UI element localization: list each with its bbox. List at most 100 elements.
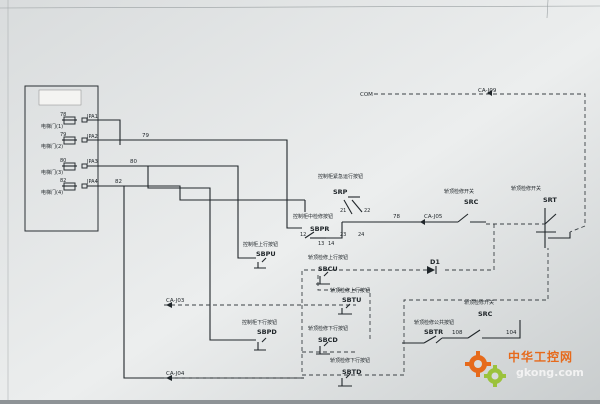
dash-srt-link [569,225,586,233]
sbtu-desc: 轿顶检修上行按钮 [330,287,370,294]
arrow-ca-j09 [487,90,492,96]
device-sbcd: 轿顶检修下行按钮 SBCD [308,325,348,355]
controller-module: JPA1 电梯门(1) 78 JPA2 电梯门(2) 79 JPA3 电梯门(3… [24,85,99,232]
arrow-ca-j03 [166,302,172,308]
dash-com-run [374,93,586,226]
device-sbpr: 控制柜中检修按钮 SBPR 12 13 14 [293,213,334,247]
slot-4-side-label: 电梯门(4) [41,189,63,196]
sbtd-contact [338,373,352,387]
slot-2-side-label: 电梯门(2) [41,143,63,150]
dash-d1-run [442,224,495,271]
src2-code: SRC [478,310,493,318]
sbtr-contact [423,335,443,344]
slot-1-label: JPA1 [86,114,98,120]
slot-1-side-label: 电梯门(1) [41,123,63,130]
sbpd-contact [254,337,267,351]
src2-contact [467,329,492,339]
wire-82-label: 82 [115,179,122,185]
srp-desc: 控制柜紧急运行按钮 [318,173,363,180]
sbpd-code: SBPD [257,328,277,336]
dash-right-loop [301,248,549,376]
device-sbpu: 控制柜上行按钮 SBPU [243,241,278,269]
sbtr-desc: 轿顶检修公共按钮 [414,319,454,326]
sbpu-desc: 控制柜上行按钮 [243,241,278,248]
sbpd-desc: 控制柜下行按钮 [242,319,277,326]
wire-82-branch [124,185,305,201]
src1-desc: 轿顶检修开关 [444,188,474,195]
sbpr-n2: 13 [318,241,324,247]
sbpr-desc: 控制柜中检修按钮 [293,213,333,220]
srp-n1: 21 [340,208,346,214]
src1-contact [457,213,486,223]
device-sbtr: 轿顶检修公共按钮 SBTR [414,319,454,344]
title-block-edge [546,0,549,19]
device-d1: D1 [427,258,440,274]
slot-2-label: JPA2 [86,134,98,140]
terminal-com: COM [360,92,373,98]
sbtu-contact [338,303,352,315]
srp-contact-2 [351,199,363,213]
controller-label-plate [38,89,82,106]
sbtd-desc: 轿顶检修下行按钮 [330,357,370,364]
wire-104-label: 104 [506,330,517,336]
slot-3-side-label: 电梯门(3) [41,169,63,176]
wire-104 [492,320,521,339]
wire-79 [87,139,302,229]
arrow-ca-j05 [420,219,425,225]
solid-wiring: 79 80 82 78 108 104 [87,119,571,379]
device-src-2: 轿顶检修开关 SRC [464,299,494,339]
arrow-ca-j04 [166,375,172,381]
d1-code: D1 [430,258,440,266]
wire-jpa1 [87,119,121,145]
device-sbtd: 轿顶检修下行按钮 SBTD [330,357,370,387]
sbpr-contact [304,231,315,239]
sbcu-desc: 轿顶检修上行按钮 [308,254,348,261]
wire-79-label: 79 [142,133,149,139]
slot-3-label: JPA3 [86,159,98,165]
device-sbcu: 轿顶检修上行按钮 SBCU [308,254,348,285]
sbcd-contact [316,341,330,355]
terminal-labels: COM CA-J09 CA-J05 CA-J03 CA-J04 [166,88,497,381]
sbpu-code: SBPU [256,250,276,258]
slot-1-code: 78 [60,112,66,118]
watermark: 中华工控网 gkong.com [462,346,596,390]
sbcd-desc: 轿顶检修下行按钮 [308,325,348,332]
sbtu-code: SBTU [342,296,361,304]
sbpr-code: SBPR [310,225,329,233]
terminal-ca-j09: CA-J09 [478,88,497,94]
terminal-ca-j05: CA-J05 [424,214,443,220]
srt-desc: 轿顶检修开关 [511,185,541,192]
device-sbtu: 轿顶检修上行按钮 SBTU [330,287,370,315]
device-sbpd: 控制柜下行按钮 SBPD [242,319,277,351]
srt-contact [536,208,557,248]
srp-contact-1 [343,199,353,215]
srp-n2: 22 [364,208,370,214]
terminal-ca-j03: CA-J03 [166,298,185,304]
wire-108-label: 108 [452,330,463,336]
slot-3-code: 80 [60,158,66,164]
wire-80 [87,165,256,259]
src1-code: SRC [464,198,479,206]
sbpr-n3: 14 [328,241,334,247]
sheet-top-border [0,5,600,9]
srt-code: SRT [543,196,557,204]
controller-outline [24,85,99,232]
wire-80-label: 80 [130,159,137,165]
wire-80-branch [147,166,256,341]
controller-slot-1: JPA1 电梯门(1) 78 [41,112,98,130]
terminal-ca-j04: CA-J04 [166,371,185,377]
sbcd-code: SBCD [318,336,338,344]
controller-slot-4: JPA4 电梯门(4) 82 [41,178,98,196]
device-srp: 控制柜紧急运行按钮 SRP 21 22 23 24 [318,173,370,238]
sbpu-contact [254,257,267,269]
sbtr-code: SBTR [424,328,443,336]
dash-sbcu-loop [317,275,371,342]
slot-2-code: 79 [60,132,66,138]
srp-n3: 23 [340,232,346,238]
d1-diode-triangle [427,266,435,274]
watermark-url: gkong.com [516,366,584,379]
sbtd-code: SBTD [342,368,362,376]
slot-4-label: JPA4 [86,179,98,185]
dash-to-sbtu [301,269,427,305]
